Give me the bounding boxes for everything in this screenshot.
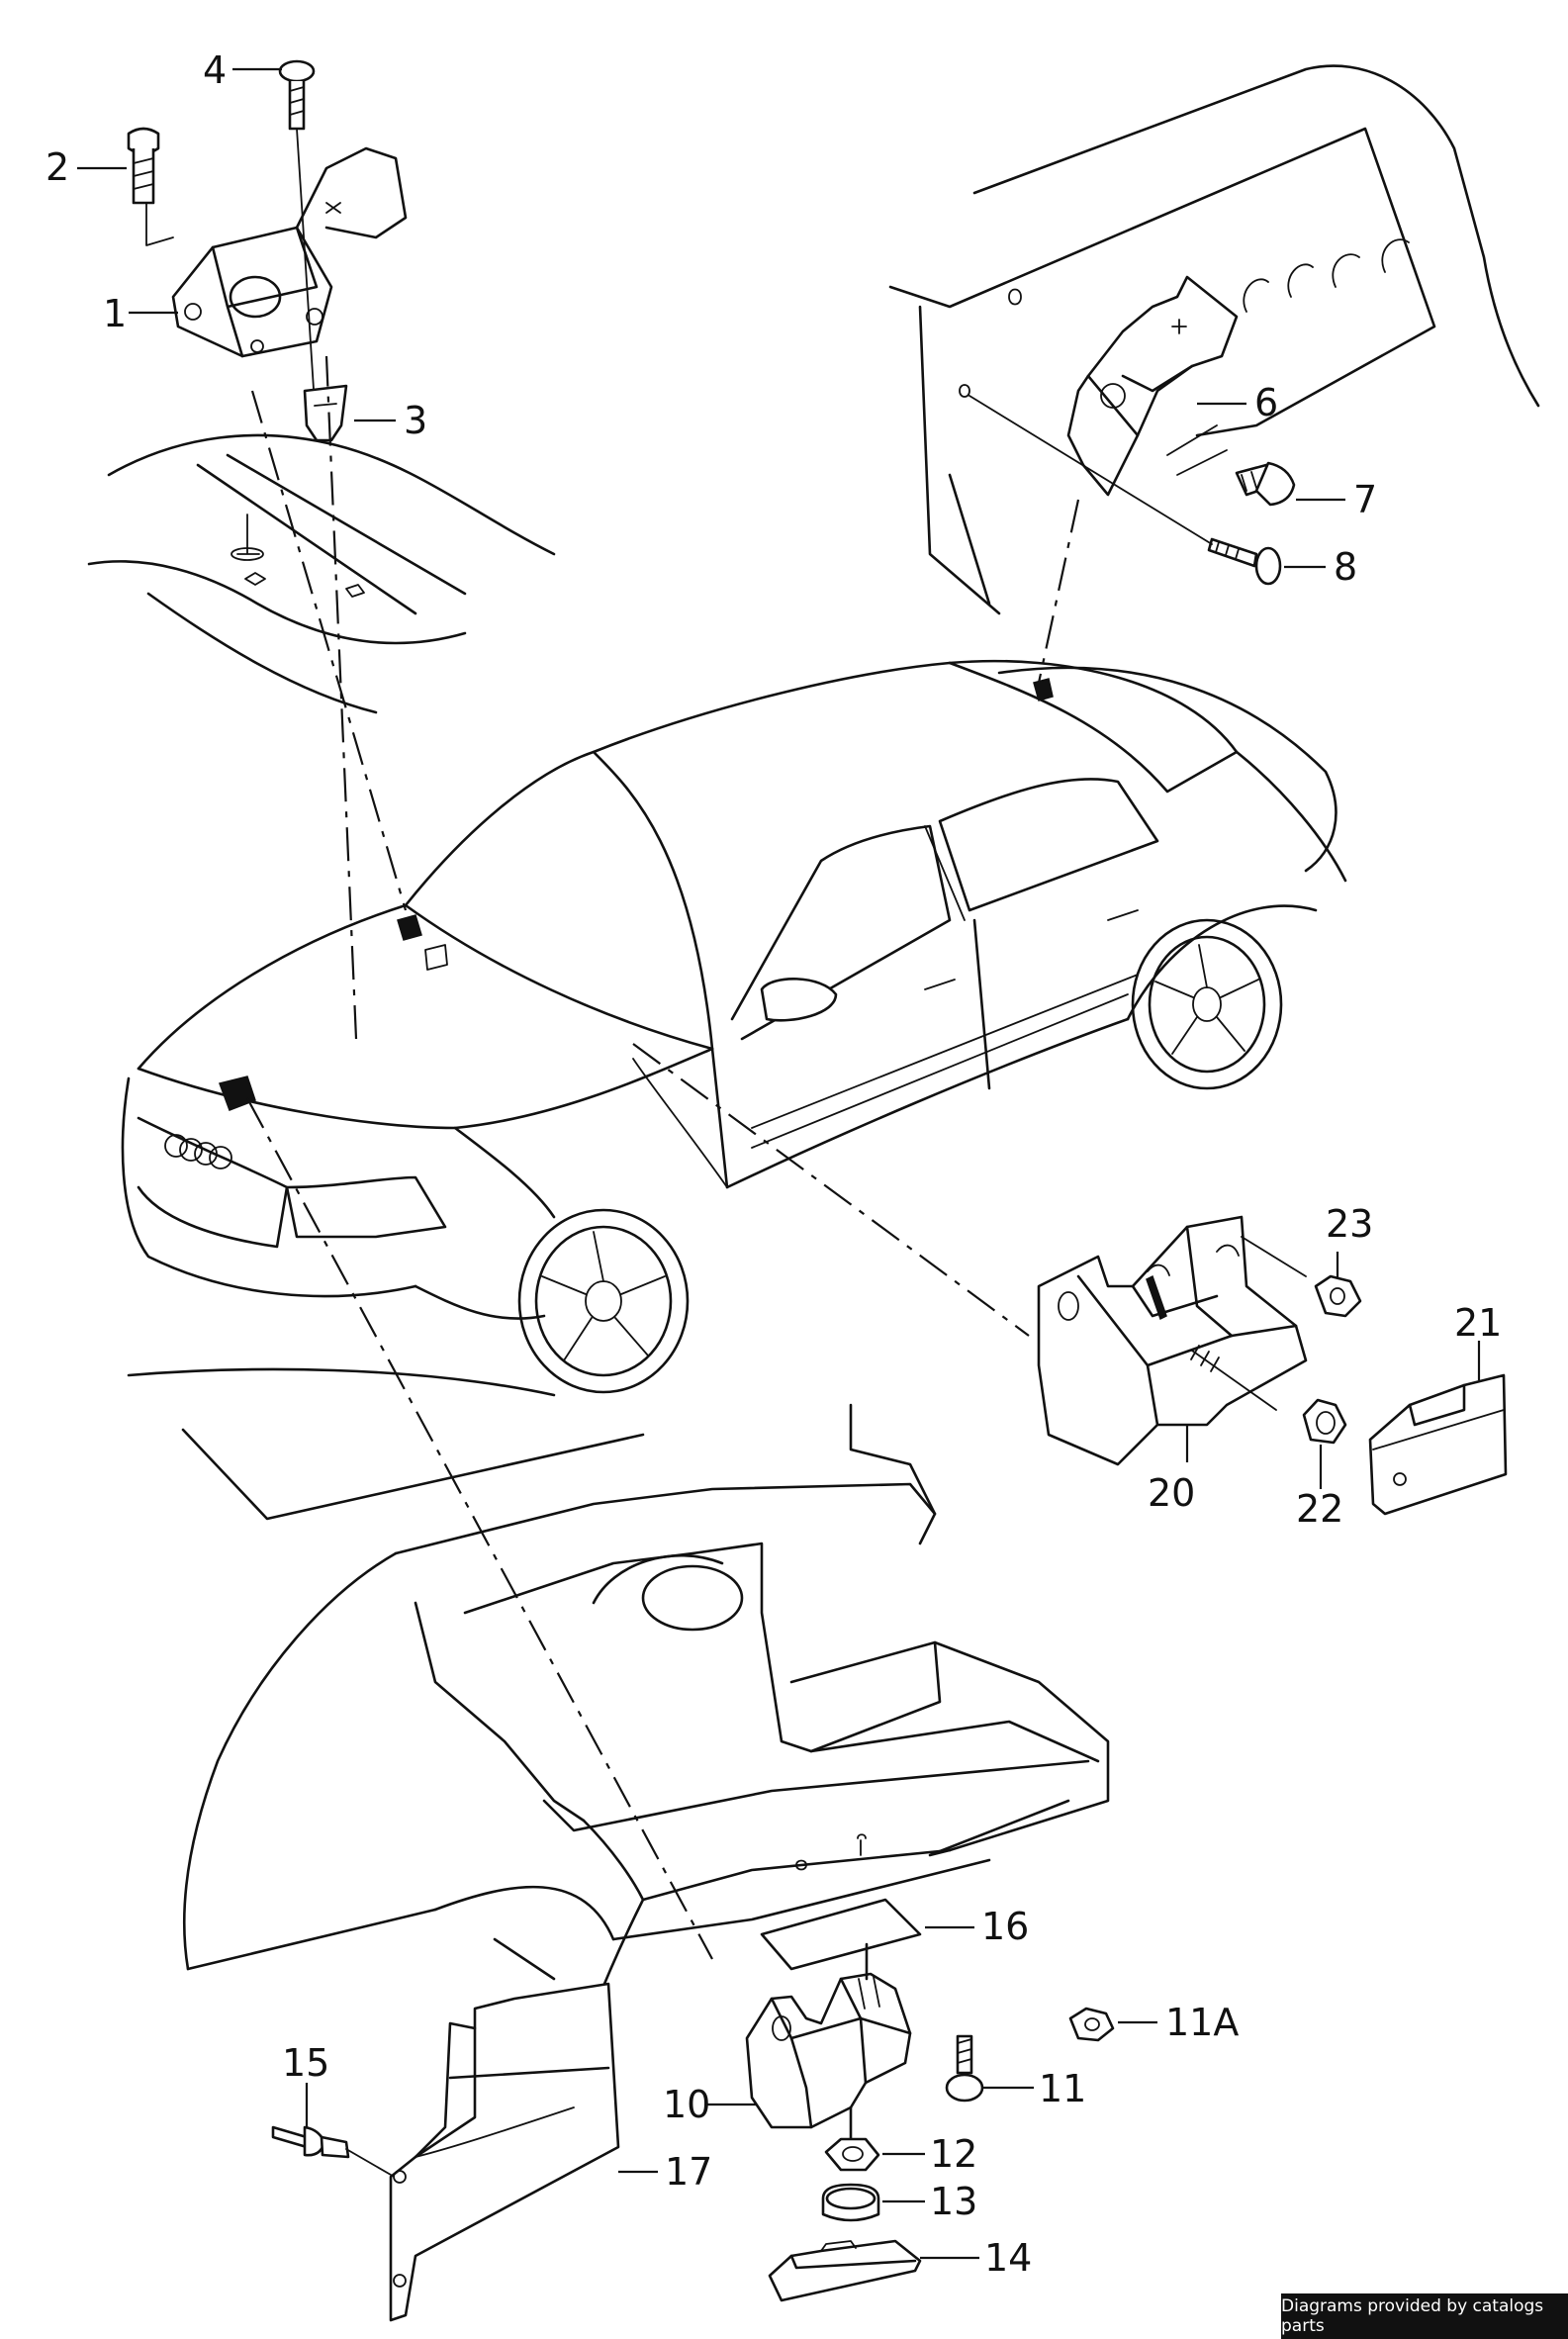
callout-3: 3 [404,399,427,442]
car-body [121,659,1347,1394]
callout-15: 15 [282,2041,329,2085]
callout-8: 8 [1334,545,1357,589]
front-panel-sheet [87,433,556,714]
part-10-bracket [745,1942,912,2144]
part-7-bolt [1235,461,1296,507]
callout-7: 7 [1353,478,1377,521]
part-4-screw [278,59,318,436]
callout-1: 1 [103,292,127,335]
assignment-lines [246,355,1080,1960]
callout-4: 4 [203,48,227,92]
part-15-pin [271,2125,392,2176]
callout-2: 2 [46,145,69,189]
part-16-pad [760,1898,922,1971]
part-13-grommet [821,2183,880,2222]
part-3-clip [303,384,348,442]
part-20-bracket [1037,1215,1308,1466]
callout-13: 13 [930,2180,977,2223]
part-23-nut [1314,1274,1362,1318]
callout-16: 16 [981,1905,1029,1948]
callout-10: 10 [663,2083,710,2126]
part-1-bracket [171,146,408,358]
callout-20: 20 [1148,1471,1195,1515]
rear-wheel [1131,918,1283,1090]
part-12-nut [824,2137,880,2172]
part-2-bolt [127,127,174,246]
front-wheel [517,1208,690,1394]
part-17-bracket [389,1982,620,2322]
callout-labels: 1 2 3 4 6 7 8 10 11 11A 12 13 14 15 16 1… [46,48,1502,2280]
part-11a-nut [1068,2007,1115,2042]
callout-22: 22 [1296,1487,1343,1531]
callout-leaders [77,67,1481,2260]
part-14-module [768,2239,922,2302]
rear-sensor-mark [1033,678,1054,702]
front-sensor-mark [219,1076,256,1111]
callout-23: 23 [1326,1202,1373,1246]
callout-17: 17 [665,2150,712,2194]
hood-sensor-mark [397,914,422,941]
part-21-module [1368,1373,1508,1516]
callout-12: 12 [930,2132,977,2176]
audi-logo [164,1134,232,1170]
trunk-floor [127,1367,1110,2129]
callout-21: 21 [1454,1301,1502,1345]
callout-6: 6 [1254,381,1278,424]
callout-11: 11 [1039,2067,1086,2110]
part-22-nut [1302,1398,1347,1445]
part-11-screw [945,2034,984,2103]
rear-panel-sheet [888,64,1540,615]
footer-credit: Diagrams provided by catalogs parts [1281,2293,1568,2339]
part-8-screw [968,395,1282,586]
callout-11a: 11A [1165,2001,1239,2044]
callout-14: 14 [984,2236,1032,2280]
part-6-bracket [1066,275,1239,497]
